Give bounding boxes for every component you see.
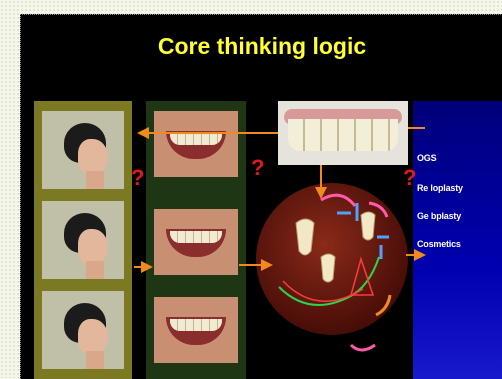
connector-arrows [21,15,502,379]
presentation-slide: Core thinking logic OGS Re loplasty G [20,14,502,379]
